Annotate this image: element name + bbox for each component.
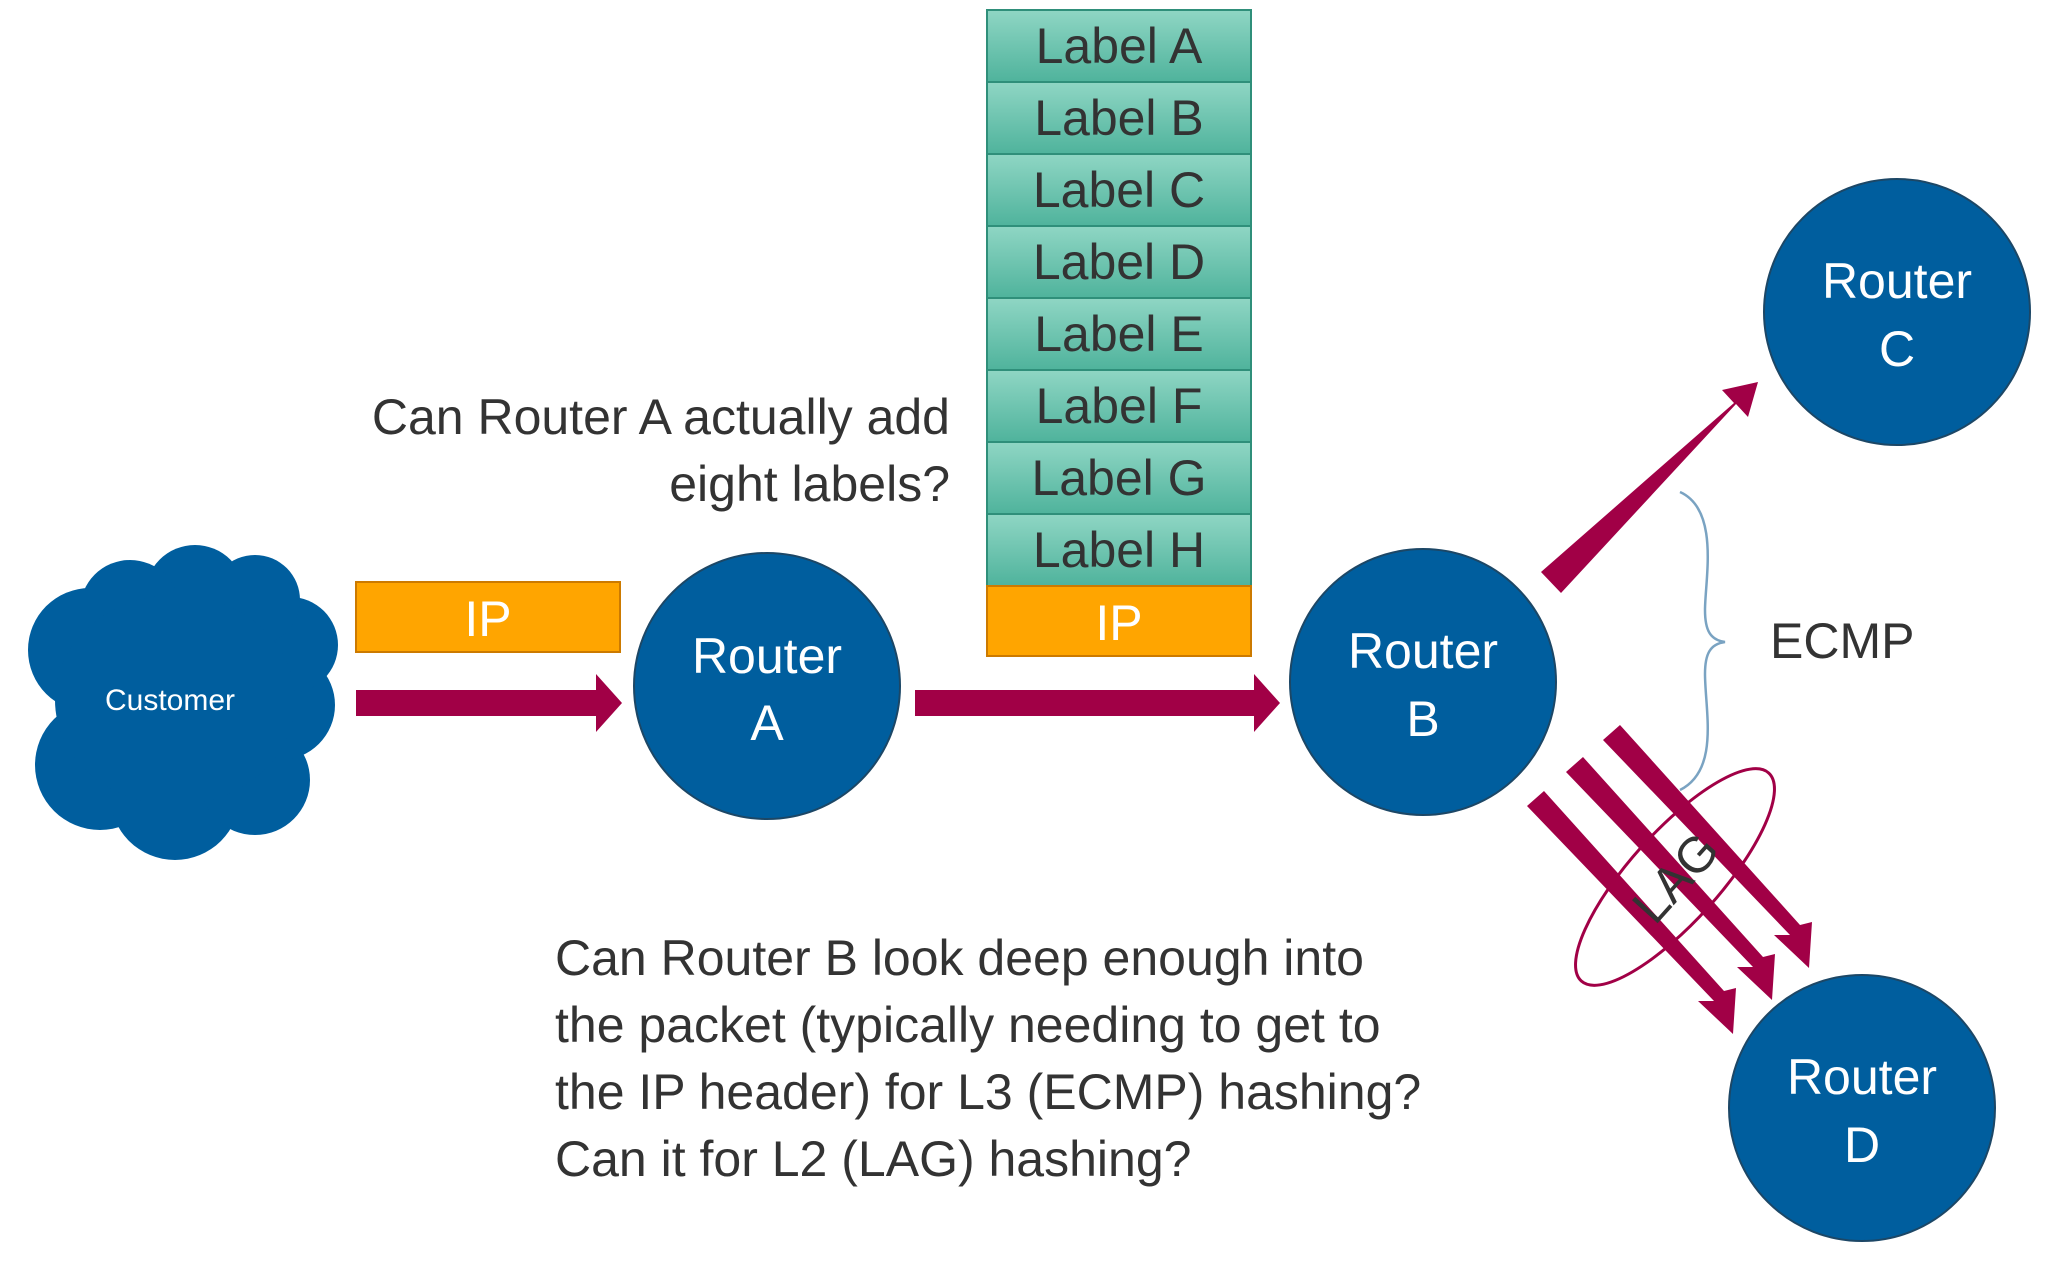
router-c: Router C [1763,178,2031,446]
label-stack-box [986,369,1252,443]
label-stack-text: Label B [1034,90,1204,146]
question-router-b-line: the packet (typically needing to get to [555,997,1381,1053]
label-stack-text: Label C [1033,162,1205,218]
router-b: Router B [1289,548,1557,816]
label-stack: Label A Label B Label C Label D Label E Label… [986,9,1252,657]
label-stack-box [986,441,1252,515]
lag-arrows [1527,725,1812,1034]
question-router-b-line: the IP header) for L3 (ECMP) hashing? [555,1064,1422,1120]
label-stack-text: Label A [1036,18,1203,74]
customer-cloud-icon: Customer [28,545,338,860]
question-router-b-line: Can it for L2 (LAG) hashing? [555,1131,1192,1187]
label-stack-box [986,513,1252,587]
label-stack-text: Label F [1036,378,1203,434]
label-stack-text: Label E [1034,306,1204,362]
router-c-line1: Router [1822,253,1972,309]
label-stack-box [986,9,1252,83]
question-router-a-line: Can Router A actually add [371,389,950,445]
arrow-b-to-c [1541,382,1758,593]
ip-packet-stack [986,585,1252,657]
router-a: Router A [633,552,901,820]
label-stack-text: Label D [1033,234,1205,290]
arrows [356,382,1758,732]
router-a-line1: Router [692,628,842,684]
label-stack-text: Label H [1033,522,1205,578]
ecmp-brace [1679,490,1726,792]
question-router-b: Can Router B look deep enough into the p… [555,925,1655,1193]
ip-packet-left: IP [355,581,621,653]
router-d: Router D [1728,974,1996,1242]
arrow-a-to-b [915,674,1280,732]
router-a-line2: A [750,695,784,751]
customer-label: Customer [105,684,235,717]
label-stack-box [986,153,1252,227]
label-stack-text: Label G [1031,450,1206,506]
router-b-line1: Router [1348,623,1498,679]
router-c-line2: C [1879,321,1915,377]
router-d-line2: D [1844,1117,1880,1173]
arrow-customer-to-a [356,674,622,732]
router-d-line1: Router [1787,1049,1937,1105]
question-router-a-line: eight labels? [669,456,950,512]
ip-packet-left-label: IP [464,591,511,647]
router-b-line2: B [1406,691,1439,747]
label-stack-box [986,225,1252,299]
ecmp-label: ECMP [1770,613,1914,669]
ip-packet-stack-label: IP [1095,595,1142,651]
question-router-a: Can Router A actually add eight labels? [250,384,950,518]
question-router-b-line: Can Router B look deep enough into [555,930,1364,986]
